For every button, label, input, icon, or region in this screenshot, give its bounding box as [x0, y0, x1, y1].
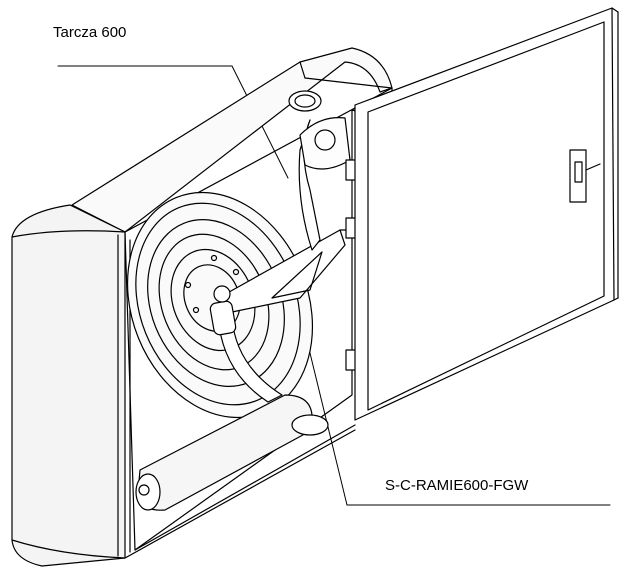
cabinet-top-panel: [71, 47, 393, 233]
floor-opening: [291, 414, 329, 436]
top-seam: [299, 61, 306, 79]
hub-bolt-3: [192, 306, 200, 314]
cabinet-left-panel: [11, 204, 126, 567]
door-edge-bottom: [613, 297, 619, 301]
hose-curve: [217, 315, 283, 403]
latch-handle: [574, 161, 583, 183]
cabinet-body: [11, 47, 393, 567]
door-inner-border: [367, 21, 605, 411]
extinguisher: [135, 394, 329, 511]
left-panel-bottom-edge: [11, 539, 126, 559]
top-hole-inner: [294, 94, 316, 108]
door-edge-top: [611, 7, 619, 13]
nozzle-tip: [213, 285, 231, 303]
top-front-edge: [304, 77, 393, 89]
frame-bottom-outer: [124, 429, 356, 559]
nozzle: [209, 300, 237, 336]
frame-bottom: [134, 424, 356, 551]
door-panel: [354, 7, 615, 421]
hub-bolt-4: [184, 281, 192, 289]
leader-lines: [57, 65, 611, 506]
hub-bolt-1: [210, 254, 218, 262]
label-tarcza-600: Tarcza 600: [53, 24, 127, 41]
valve-knob: [314, 129, 336, 151]
hose-assembly: [209, 117, 351, 403]
hub-bolt-2: [232, 268, 240, 276]
cylinder-valve: [138, 484, 150, 496]
arm-cutout: [271, 251, 323, 299]
cabinet-door: [354, 7, 619, 421]
latch-pin: [585, 163, 601, 171]
label-model-code: S-C-RAMIE600-FGW: [385, 477, 529, 494]
left-panel-top-edge: [11, 230, 126, 238]
